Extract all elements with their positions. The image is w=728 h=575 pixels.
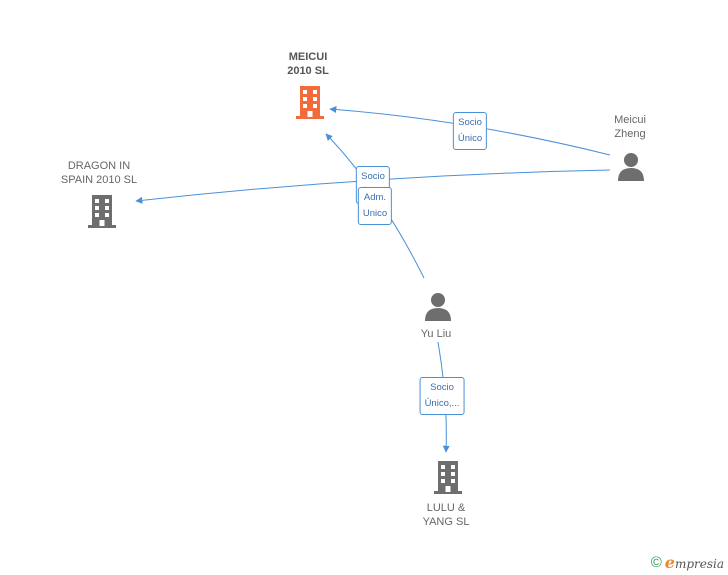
brand-logo[interactable]: empresia — [665, 553, 724, 572]
brand-initial: e — [664, 553, 675, 572]
brand-name: mpresia — [674, 557, 724, 571]
node-label-lulu-yang: LULU & YANG SL — [422, 502, 470, 528]
node-label-meicui-2010: MEICUI 2010 SL — [287, 51, 329, 77]
building-icon[interactable] — [294, 84, 326, 120]
node-label-yu-liu: Yu Liu — [420, 328, 452, 340]
footer-branding: © empresia — [651, 553, 724, 572]
building-icon[interactable] — [432, 459, 464, 495]
person-icon[interactable] — [423, 291, 453, 321]
person-icon[interactable] — [616, 151, 646, 181]
building-icon[interactable] — [86, 193, 118, 229]
node-label-dragon: DRAGON IN SPAIN 2010 SL — [60, 160, 138, 186]
node-label-meicui-zheng: Meicui Zheng — [614, 114, 646, 140]
edge-label-yuliu-to-lulu[interactable]: Socio Único,... — [419, 377, 465, 415]
edge-label-yuliu-to-meicui[interactable]: Adm. Unico — [357, 187, 393, 225]
edge-label-zheng-to-meicui[interactable]: Socio Único — [452, 112, 488, 150]
copyright-icon: © — [650, 554, 662, 571]
